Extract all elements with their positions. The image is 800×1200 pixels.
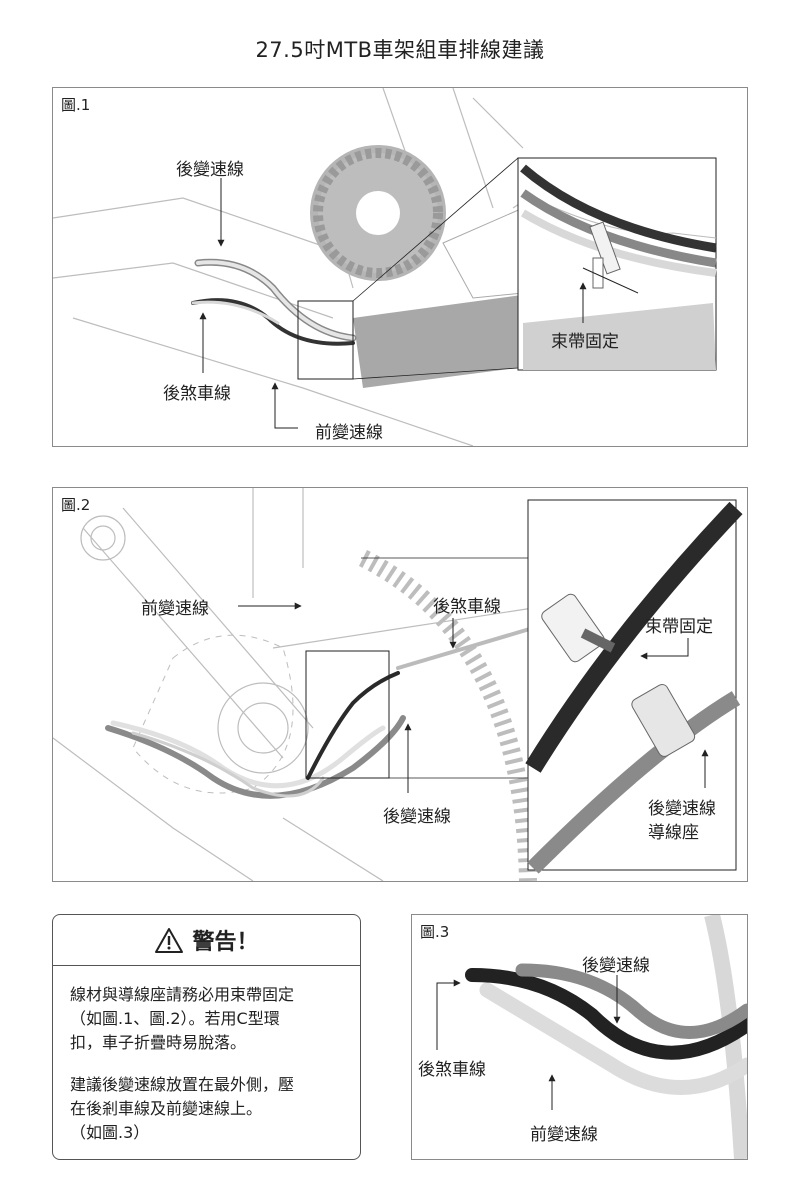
label-front-derailleur: 前變速線	[141, 599, 209, 619]
annotation-arrows	[436, 975, 621, 1110]
warning-box: 警告！ 線材與導線座請務必用束帶固定 （如圖.1、圖.2）。若用C型環 扣，車子…	[52, 914, 361, 1160]
warning-line: （如圖.3）	[70, 1123, 150, 1142]
figure-2-drawing	[53, 488, 743, 881]
warning-line: 扣，車子折疊時易脫落。	[70, 1033, 247, 1052]
warning-paragraph-1: 線材與導線座請務必用束帶固定 （如圖.1、圖.2）。若用C型環 扣，車子折疊時易…	[70, 983, 348, 1055]
warning-header: 警告！	[53, 915, 360, 966]
figure-1-drawing	[53, 88, 717, 446]
zoom-lines	[352, 157, 519, 380]
zoom-lines	[361, 557, 528, 779]
figure-3-drawing	[436, 915, 747, 1159]
warning-title: 警告！	[192, 930, 259, 955]
frame-outline	[53, 488, 534, 881]
inset-1	[517, 157, 717, 371]
cables	[105, 626, 535, 799]
figure-1-label: 圖.1	[61, 96, 91, 114]
warning-triangle-icon	[155, 927, 184, 953]
label-guide-seat-line1: 後變速線	[648, 799, 716, 819]
label-rear-brake: 後煞車線	[433, 597, 501, 617]
label-front-derailleur: 前變速線	[530, 1125, 598, 1145]
label-guide-seat-line2: 導線座	[648, 823, 699, 843]
chainring-gear	[310, 145, 446, 281]
annotation-arrows	[199, 178, 587, 429]
inset-2	[525, 499, 743, 874]
zoom-box-small	[305, 650, 390, 779]
label-rear-brake: 後煞車線	[418, 1060, 486, 1080]
chainring-teeth	[358, 549, 537, 881]
label-cable-tie: 束帶固定	[551, 332, 619, 352]
figure-3: 圖.3 後變速線 後煞車線 前變速線	[411, 914, 748, 1160]
figure-2-label: 圖.2	[61, 496, 91, 514]
label-cable-tie: 束帶固定	[645, 617, 713, 637]
figure-2: 圖.2 前變速線 後煞車線 後變速線 束帶固定 後變速線 導線座	[52, 487, 748, 882]
zoom-box-small	[297, 300, 354, 380]
figure-3-label: 圖.3	[420, 923, 450, 941]
label-rear-derailleur: 後變速線	[176, 160, 244, 180]
warning-line: 建議後變速線放置在最外側，壓	[70, 1075, 295, 1094]
annotation-arrows	[238, 602, 709, 793]
label-rear-derailleur: 後變速線	[582, 956, 650, 976]
warning-line: （如圖.1、圖.2）。若用C型環	[70, 1009, 280, 1028]
warning-line: 線材與導線座請務必用束帶固定	[70, 985, 295, 1004]
cables	[191, 258, 357, 346]
small-chainring	[132, 634, 294, 794]
page-title: 27.5吋MTB車架組車排線建議	[255, 38, 545, 62]
label-rear-derailleur: 後變速線	[383, 807, 451, 827]
figure-1: 圖.1 後變速線 後煞車線 前變速線 束帶固定	[52, 87, 748, 447]
label-front-derailleur: 前變速線	[315, 423, 383, 443]
warning-line: 在後剎車線及前變速線上。	[70, 1099, 263, 1118]
warning-paragraph-2: 建議後變速線放置在最外側，壓 在後剎車線及前變速線上。 （如圖.3）	[70, 1073, 348, 1145]
cables	[465, 963, 747, 1095]
label-rear-brake: 後煞車線	[163, 384, 231, 404]
